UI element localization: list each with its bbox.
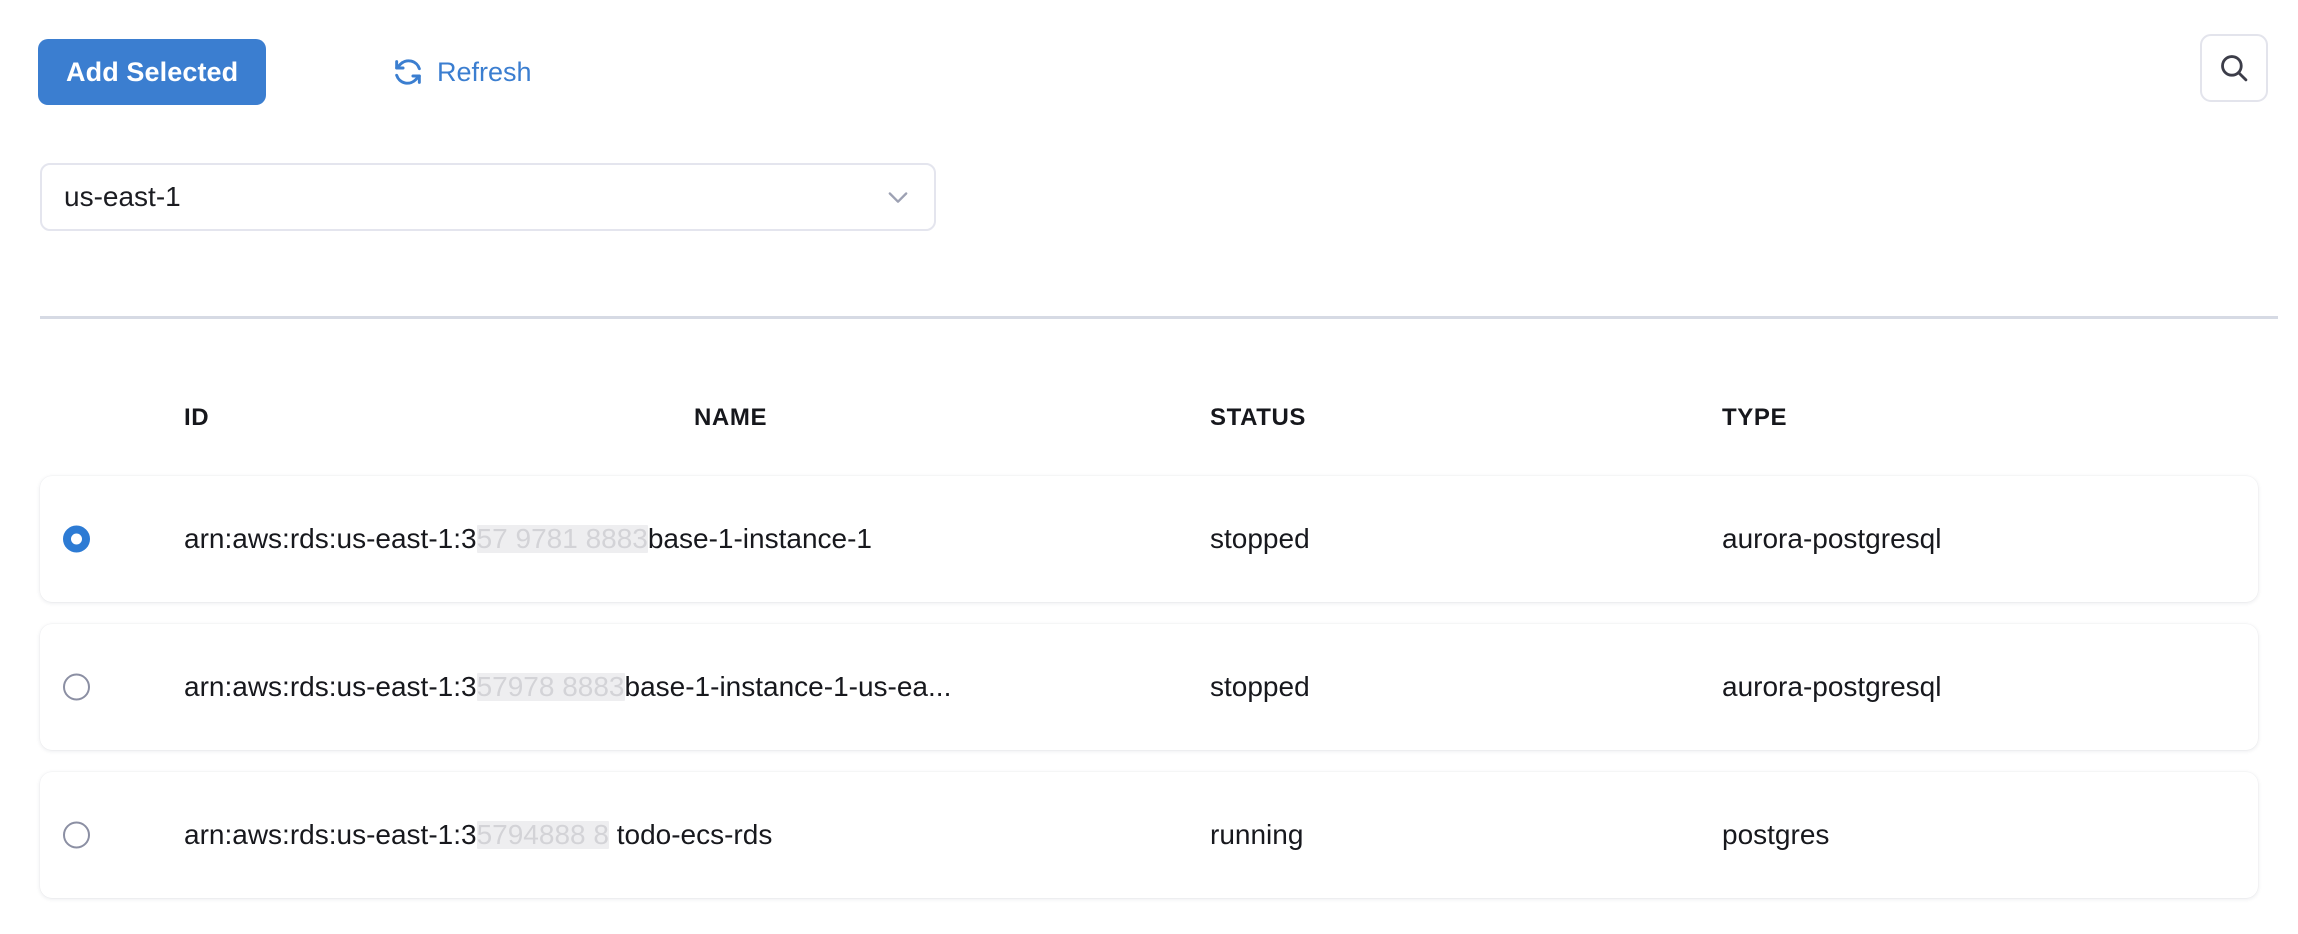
refresh-label: Refresh	[437, 56, 532, 87]
id-prefix: arn:aws:rds:us-east-1:3	[184, 819, 477, 850]
id-suffix: base-1-instance-1-us-ea...	[624, 671, 952, 702]
table-header-row: ID NAME STATUS TYPE	[0, 392, 2298, 476]
id-prefix: arn:aws:rds:us-east-1:3	[184, 523, 477, 554]
id-suffix: todo-ecs-rds	[608, 819, 773, 850]
id-redacted: 5794888 8	[476, 821, 609, 849]
radio-button[interactable]	[63, 673, 90, 701]
id-redacted: 57978 8883	[476, 673, 625, 701]
id-suffix: base-1-instance-1	[647, 523, 872, 554]
cell-type: aurora-postgresql	[1722, 523, 1942, 554]
add-selected-button[interactable]: Add Selected	[38, 39, 267, 105]
id-prefix: arn:aws:rds:us-east-1:3	[184, 671, 477, 702]
column-header-status: STATUS	[1210, 404, 1307, 431]
cell-status: running	[1210, 819, 1304, 850]
refresh-icon	[392, 56, 424, 88]
region-select[interactable]: us-east-1	[40, 163, 936, 231]
row-radio[interactable]	[63, 525, 90, 553]
search-icon	[2217, 51, 2251, 85]
cell-type: postgres	[1722, 819, 1830, 850]
refresh-button[interactable]: Refresh	[392, 48, 532, 96]
chevron-down-icon	[884, 183, 912, 211]
row-radio[interactable]	[63, 673, 90, 701]
column-header-id: ID	[184, 404, 210, 431]
column-header-type: TYPE	[1722, 404, 1788, 431]
region-select-value: us-east-1	[64, 181, 181, 212]
cell-type: aurora-postgresql	[1722, 671, 1942, 702]
cell-status: stopped	[1210, 671, 1310, 702]
id-redacted: 57 9781 8883	[476, 525, 648, 553]
toolbar: Add Selected Refresh	[0, 0, 2298, 128]
resources-table: ID NAME STATUS TYPE arn:aws:rds:us-east-…	[0, 392, 2298, 920]
radio-button-selected[interactable]	[63, 525, 90, 553]
column-header-name: NAME	[694, 404, 768, 431]
row-radio[interactable]	[63, 821, 90, 849]
cell-status: stopped	[1210, 523, 1310, 554]
radio-button[interactable]	[63, 821, 90, 849]
section-divider	[40, 316, 2278, 319]
search-button[interactable]	[2200, 34, 2268, 102]
